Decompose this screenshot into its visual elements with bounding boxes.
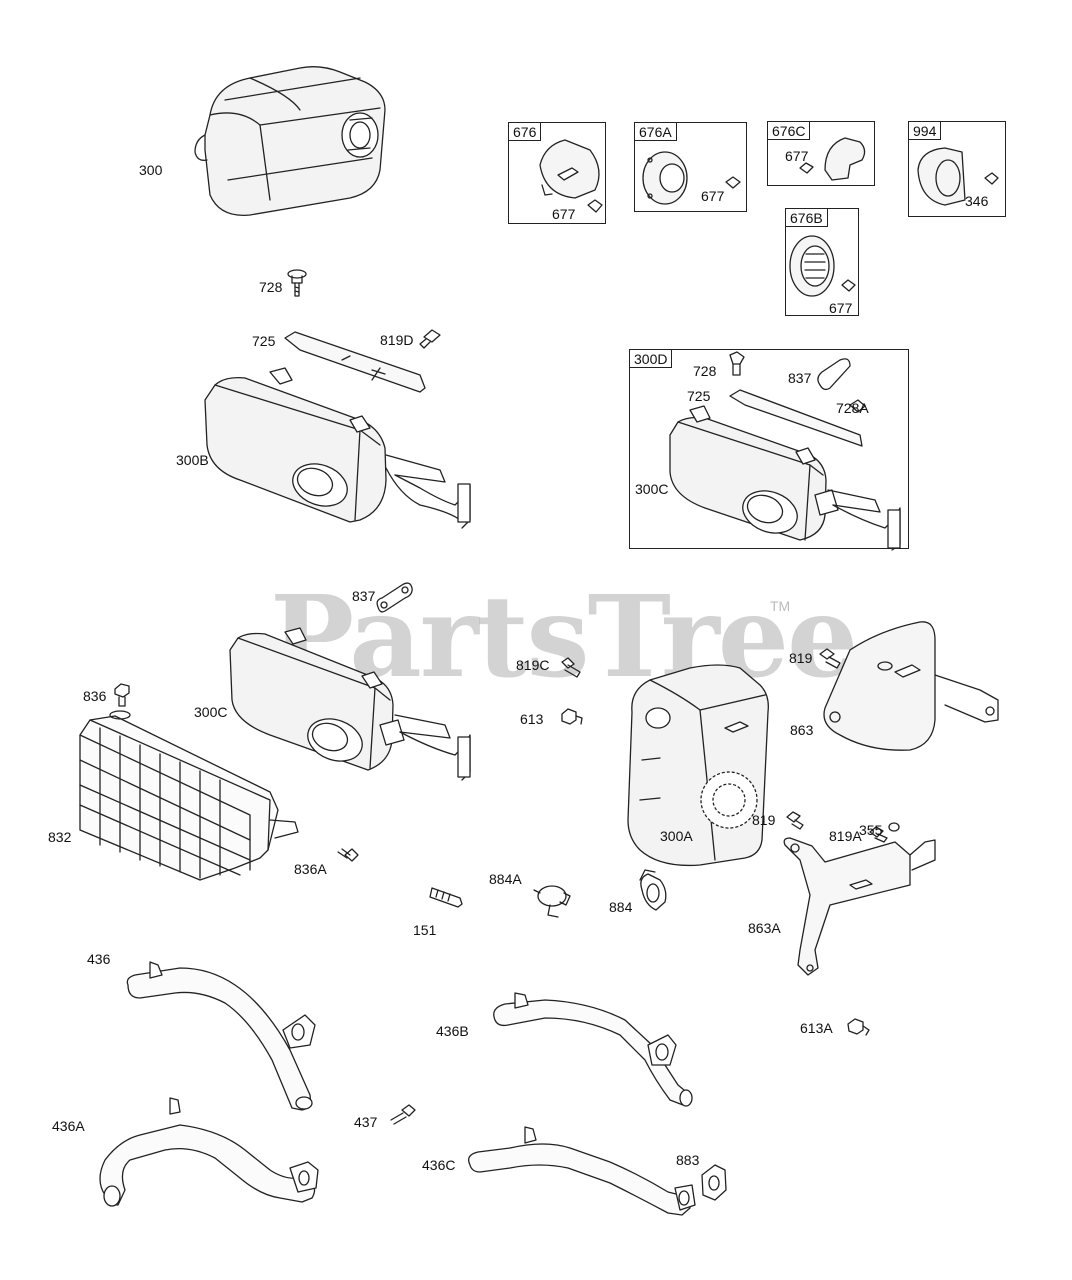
callout-436: 436 — [87, 951, 111, 967]
part-613-nut — [561, 708, 583, 725]
callout-677: 677 — [785, 148, 809, 164]
inset-box-label: 676C — [767, 121, 811, 140]
part-994-deflector — [917, 147, 999, 206]
inset-box-676A: 676A — [634, 122, 747, 212]
callout-437: 437 — [354, 1114, 378, 1130]
part-300A-muffler — [627, 664, 769, 867]
callout-300: 300 — [139, 162, 163, 178]
part-676A-deflector — [642, 151, 741, 205]
callout-819: 819 — [789, 650, 813, 666]
part-819D-screw — [419, 329, 441, 349]
callout-819: 819 — [752, 812, 776, 828]
callout-728A: 728A — [836, 400, 869, 416]
callout-884A: 884A — [489, 871, 522, 887]
inset-box-label: 676A — [634, 122, 677, 141]
part-819C-screw — [561, 657, 581, 678]
part-836A-screw — [337, 848, 359, 862]
inset-box-676: 676 — [508, 122, 606, 224]
callout-677: 677 — [552, 206, 576, 222]
inset-box-300D: 300D — [629, 349, 909, 549]
callout-832: 832 — [48, 829, 72, 845]
part-676B-screen — [789, 235, 856, 297]
part-436A-pipe — [99, 1097, 319, 1207]
callout-300B: 300B — [176, 452, 209, 468]
callout-436A: 436A — [52, 1118, 85, 1134]
callout-613: 613 — [520, 711, 544, 727]
callout-836: 836 — [83, 688, 107, 704]
part-837-link — [376, 582, 413, 613]
callout-863: 863 — [790, 722, 814, 738]
callout-355: 355 — [859, 822, 883, 838]
callout-819A: 819A — [829, 828, 862, 844]
callout-837: 837 — [788, 370, 812, 386]
part-151-stud — [429, 887, 463, 908]
part-819A-screw — [869, 826, 888, 843]
watermark-trademark: TM — [770, 598, 791, 614]
callout-677: 677 — [701, 188, 725, 204]
callout-728: 728 — [693, 363, 717, 379]
part-355-washer — [888, 822, 900, 832]
callout-151: 151 — [413, 922, 437, 938]
part-863A-bracket — [783, 837, 936, 976]
part-300-muffler — [194, 66, 386, 216]
callout-725: 725 — [687, 388, 711, 404]
part-676-deflector — [539, 139, 603, 213]
part-436-pipe — [126, 961, 316, 1111]
inset-box-676B: 676B — [785, 208, 859, 316]
part-676C-deflector — [799, 137, 866, 181]
part-437-screw — [390, 1104, 416, 1125]
part-436B-pipe — [493, 992, 693, 1107]
callout-300A: 300A — [660, 828, 693, 844]
callout-436C: 436C — [422, 1157, 456, 1173]
part-300D-kit — [669, 351, 901, 551]
callout-819D: 819D — [380, 332, 414, 348]
inset-box-label: 300D — [629, 349, 673, 368]
inset-box-994: 994 — [908, 121, 1006, 217]
part-819-screw — [819, 648, 841, 669]
part-613A-nut — [847, 1018, 870, 1036]
callout-300C: 300C — [635, 481, 669, 497]
part-819-low-screw — [786, 811, 804, 830]
part-884-clamp — [639, 869, 667, 911]
callout-677: 677 — [829, 300, 853, 316]
part-883-gasket — [701, 1164, 727, 1201]
callout-863A: 863A — [748, 920, 781, 936]
callout-884: 884 — [609, 899, 633, 915]
callout-728: 728 — [259, 279, 283, 295]
callout-819C: 819C — [516, 657, 550, 673]
part-836-bolt — [114, 683, 130, 707]
inset-box-label: 994 — [908, 121, 942, 140]
callout-613A: 613A — [800, 1020, 833, 1036]
part-725-bracket — [284, 331, 426, 393]
part-728-bolt — [287, 269, 307, 297]
inset-box-676C: 676C — [767, 121, 875, 186]
callout-346: 346 — [965, 193, 989, 209]
callout-300C: 300C — [194, 704, 228, 720]
part-300B-muffler — [204, 367, 471, 529]
callout-883: 883 — [676, 1152, 700, 1168]
callout-836A: 836A — [294, 861, 327, 877]
part-832-wire-guard — [79, 710, 299, 881]
inset-box-label: 676 — [508, 122, 542, 141]
part-884A-clamp — [533, 885, 571, 918]
callout-837: 837 — [352, 588, 376, 604]
callout-725: 725 — [252, 333, 276, 349]
part-436C-pipe — [467, 1126, 696, 1216]
part-863-bracket — [823, 621, 999, 751]
inset-box-label: 676B — [785, 208, 828, 227]
callout-436B: 436B — [436, 1023, 469, 1039]
part-300C-muffler-mid — [229, 627, 471, 781]
